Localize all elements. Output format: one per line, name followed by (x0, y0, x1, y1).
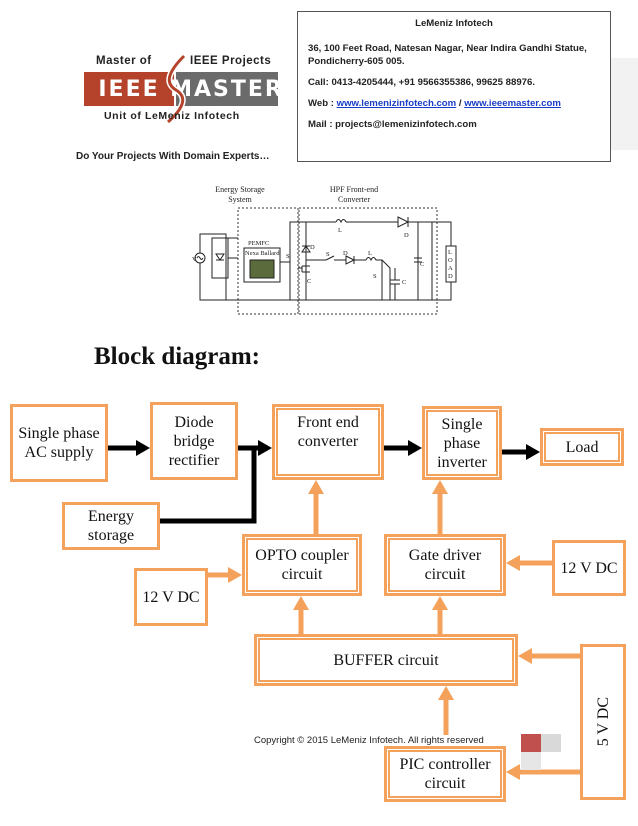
svg-text:C: C (420, 261, 424, 268)
svg-text:S: S (286, 253, 290, 260)
logo-bottom-text: Unit of LeMeniz Infotech (104, 110, 240, 122)
svg-text:O: O (448, 257, 453, 264)
contact-web-sep: / (456, 98, 465, 109)
block-gate-driver: Gate driver circuit (384, 534, 506, 596)
logo-top-right: IEEE Projects (190, 55, 272, 67)
svg-text:D: D (404, 232, 409, 239)
block-energy-storage: Energy storage (62, 502, 160, 550)
svg-text:C: C (402, 279, 406, 286)
svg-text:D: D (448, 273, 453, 280)
logo-top-left: Master of (96, 55, 152, 67)
storage-dashed-box (237, 207, 299, 315)
circuit-label-frontend-1: HPF Front-end (330, 185, 378, 194)
svg-text:A: A (448, 265, 453, 272)
svg-text:L: L (338, 227, 342, 234)
logo-band: IEEE MASTER (84, 54, 282, 124)
contact-web-label: Web : (308, 98, 337, 109)
contact-address-2: Pondicherry-605 005. (308, 56, 405, 67)
contact-web-link-2[interactable]: www.ieeemaster.com (464, 98, 561, 109)
block-12v-dc-right: 12 V DC (552, 540, 626, 596)
block-pic-controller: PIC controller circuit (384, 746, 506, 802)
contact-call: Call: 0413-4205444, +91 9566355386, 9962… (308, 77, 535, 88)
contact-box: LeMeniz Infotech 36, 100 Feet Road, Nate… (297, 11, 611, 162)
svg-text:C: C (307, 278, 311, 285)
block-buffer: BUFFER circuit (254, 634, 518, 686)
circuit-label-frontend-2: Converter (338, 195, 370, 204)
circuit-label-storage-1: Energy Storage (215, 185, 265, 194)
diagram-heading: Block diagram: (94, 343, 260, 370)
frontend-dashed-box (298, 207, 438, 315)
circuit-label-load: L (448, 249, 452, 256)
logo-band-master: MASTER (170, 72, 282, 106)
contact-web: Web : www.lemenizinfotech.com / www.ieee… (308, 98, 610, 109)
contact-address-1: 36, 100 Feet Road, Natesan Nagar, Near I… (308, 43, 587, 54)
footer-square-grey-2 (521, 752, 541, 770)
block-front-end: Front end converter (272, 404, 384, 480)
block-5v-dc: 5 V DC (580, 644, 626, 800)
block-single-phase-inverter: Single phase inverter (422, 406, 502, 480)
svg-text:D: D (310, 244, 315, 251)
block-opto-coupler: OPTO coupler circuit (242, 534, 362, 596)
block-12v-dc-left: 12 V DC (134, 568, 208, 626)
contact-mail: Mail : projects@lemenizinfotech.com (308, 119, 477, 130)
tagline: Do Your Projects With Domain Experts… (76, 151, 270, 162)
circuit-label-pemfc-2: Nexa Ballard (245, 250, 280, 257)
block-single-phase-ac: Single phase AC supply (10, 404, 108, 482)
footer-copyright: Copyright © 2015 LeMeniz Infotech. All r… (254, 735, 484, 746)
svg-text:D: D (343, 250, 348, 257)
page-edge-shade (611, 58, 638, 150)
block-diode-bridge: Diode bridge rectifier (150, 402, 238, 480)
circuit-label-vin: V (192, 256, 197, 263)
svg-text:S: S (373, 273, 377, 280)
footer-square-red (521, 734, 541, 752)
logo-swoosh-icon (165, 54, 187, 124)
svg-text:S: S (326, 251, 330, 258)
contact-web-link-1[interactable]: www.lemenizinfotech.com (336, 98, 457, 109)
block-load: Load (540, 428, 624, 466)
block-5v-dc-label: 5 V DC (594, 697, 612, 747)
svg-text:L: L (368, 250, 372, 257)
circuit-label-pemfc-1: PEMFC (248, 240, 269, 247)
line-storage-to-frontend (160, 450, 257, 524)
contact-company: LeMeniz Infotech (415, 18, 493, 29)
logo-band-ieee: IEEE (84, 72, 174, 106)
footer-square-grey-1 (541, 734, 561, 752)
circuit-label-storage-2: System (228, 195, 252, 204)
circuit-schematic: Energy Storage System HPF Front-end Conv… (192, 185, 457, 315)
